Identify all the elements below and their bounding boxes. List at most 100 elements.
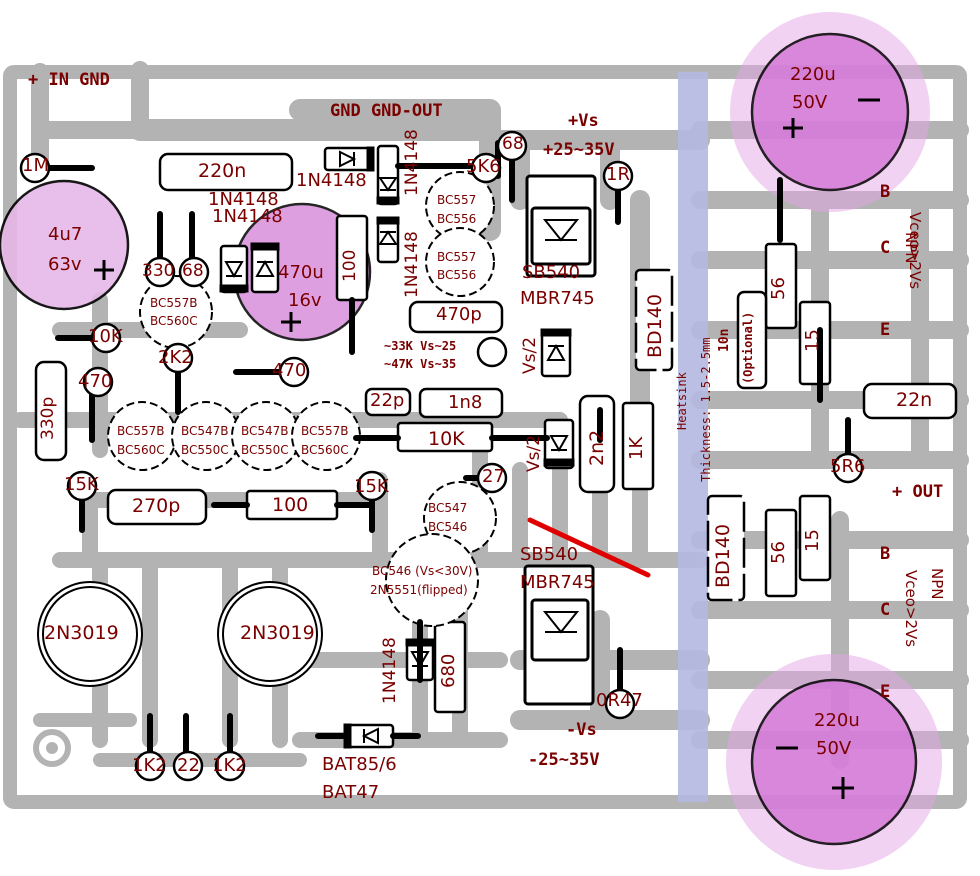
label-q-bc547: BC547 [428,501,468,515]
label-r-68-b: 68 [502,134,524,154]
label-optional: (Optional) [741,311,755,384]
label-q-bc556-a: BC556 [437,212,477,226]
label-q-bc560c-c: BC560C [150,314,198,328]
label-cap-22p: 22p [370,390,405,411]
metal-can-transistors [37,581,323,687]
label-q-2n5551: 2N5551(flipped) [370,583,468,597]
label-mbr745-top: MBR745 [520,288,595,309]
label-d-1n4148-b: 1N4148 [208,189,279,210]
label-q2-a: BC547B [181,424,229,438]
label-d-1n4148-a: 1N4148 [296,170,367,191]
label-vs-neg-range: -25~35V [528,750,600,770]
label-thickness: Thickness: 1.5-2.5mm [699,337,713,483]
label-r-33k: ~33K Vs~25 [384,339,457,353]
diode-icon [546,343,566,361]
plus-icon [783,118,803,138]
resistor-bodies [245,214,832,714]
label-bat85: BAT85/6 [322,754,397,775]
label-r-27: 27 [482,466,505,487]
label-r-1r: 1R [606,164,630,185]
transistor-outlines [107,171,497,627]
label-q3-b: BC550C [241,443,289,457]
label-cap-220u-top: 220u [790,64,836,85]
label-vs2-top: Vs/2 [520,336,540,374]
label-r-15-a: 15 [802,329,823,352]
label-cap-4u7: 4u7 [48,224,83,245]
label-e-top: E [880,320,891,340]
label-vs2-bot: Vs/2 [524,434,544,472]
diode-icon [255,259,275,277]
label-cap-270p: 270p [132,495,181,517]
film-capacitor-bodies [34,152,958,526]
label-heatsink: Heatsink [675,372,689,430]
label-bd140-bot: BD140 [712,524,734,588]
label-r-10k-b: 10K [428,428,465,450]
diode-icon [339,150,357,168]
label-cap-10n: 10n [717,328,732,352]
plus-icon [281,312,301,332]
diode-icon [378,177,398,192]
mounting-hole [33,729,71,767]
label-r-330: 330 [142,261,175,281]
pads [19,130,864,782]
diode-bodies [219,144,575,749]
diode-icon [224,261,244,279]
label-vs-neg: -Vs [566,720,597,740]
label-r-100-a: 100 [340,249,360,282]
diode-icon [542,219,580,242]
label-gnd-out: GND GND-OUT [330,101,443,121]
label-q-bc546-note: BC546 (Vs<30V) [372,564,473,578]
label-q-bc556-b: BC556 [437,268,477,282]
label-vceo-top: Vceo>2Vs [906,212,924,290]
cap-220u-top-body [750,32,910,192]
label-e-bot: E [880,682,891,702]
label-cap-220u-top-v: 50V [792,92,828,113]
label-q4-a: BC557B [301,424,349,438]
label-cap-2n2: 2n2 [586,429,608,466]
diode-symbols [224,150,580,745]
label-r-15k-a: 15K [64,474,99,495]
label-q2-b: BC550C [181,443,229,457]
label-q1-a: BC557B [117,424,165,438]
label-q1-b: BC560C [117,443,165,457]
label-r-100-b: 100 [272,494,309,516]
cap-220u-bot-body [750,678,918,846]
label-cap-1n8: 1n8 [448,392,483,413]
label-cap-330p: 330p [38,396,58,440]
label-r-680: 680 [438,653,459,688]
label-d-1n4148-v2: 1N4148 [402,231,422,298]
label-q-2n3019-b: 2N3019 [240,622,315,644]
label-vs-pos-range: +25~35V [543,140,615,160]
label-b-top: B [880,182,891,202]
label-d-1n4148-c: 1N4148 [212,206,283,227]
label-vs-pos: +Vs [568,111,599,131]
plus-icon [832,777,854,799]
label-npn-bot: NPN [928,568,946,600]
cap-4u7-body [0,179,130,311]
label-q-bc557b-c: BC557B [150,296,198,310]
label-r-1k2-a: 1K2 [132,755,167,776]
label-r-56-b: 56 [768,541,789,564]
label-cap-220u-bot: 220u [814,710,860,731]
label-r-470-b: 470 [272,360,307,381]
label-d-1n4148-v1: 1N4148 [402,129,422,196]
label-r-1m: 1M [22,155,49,176]
label-r-68-a: 68 [182,261,204,281]
label-r-22: 22 [177,755,200,776]
label-cap-470u: 470u [278,262,324,283]
label-d-1n4148-v3: 1N4148 [380,637,400,704]
label-b-bot: B [880,544,891,564]
label-sb540-top: SB540 [522,262,581,283]
label-r-0r47: 0R47 [596,690,643,711]
label-bd140-top: BD140 [644,294,666,358]
label-r-15-b: 15 [802,529,823,552]
label-r-1k2-b: 1K2 [212,755,247,776]
label-cap-470u-v: 16v [288,290,322,311]
label-r-5r6: 5R6 [830,456,866,477]
diode-icon [361,727,379,745]
label-mbr745-bot: MBR745 [520,572,595,593]
label-cap-220n: 220n [198,160,247,182]
label-q-bc546: BC546 [428,520,468,534]
label-r-1k: 1K [626,436,647,460]
